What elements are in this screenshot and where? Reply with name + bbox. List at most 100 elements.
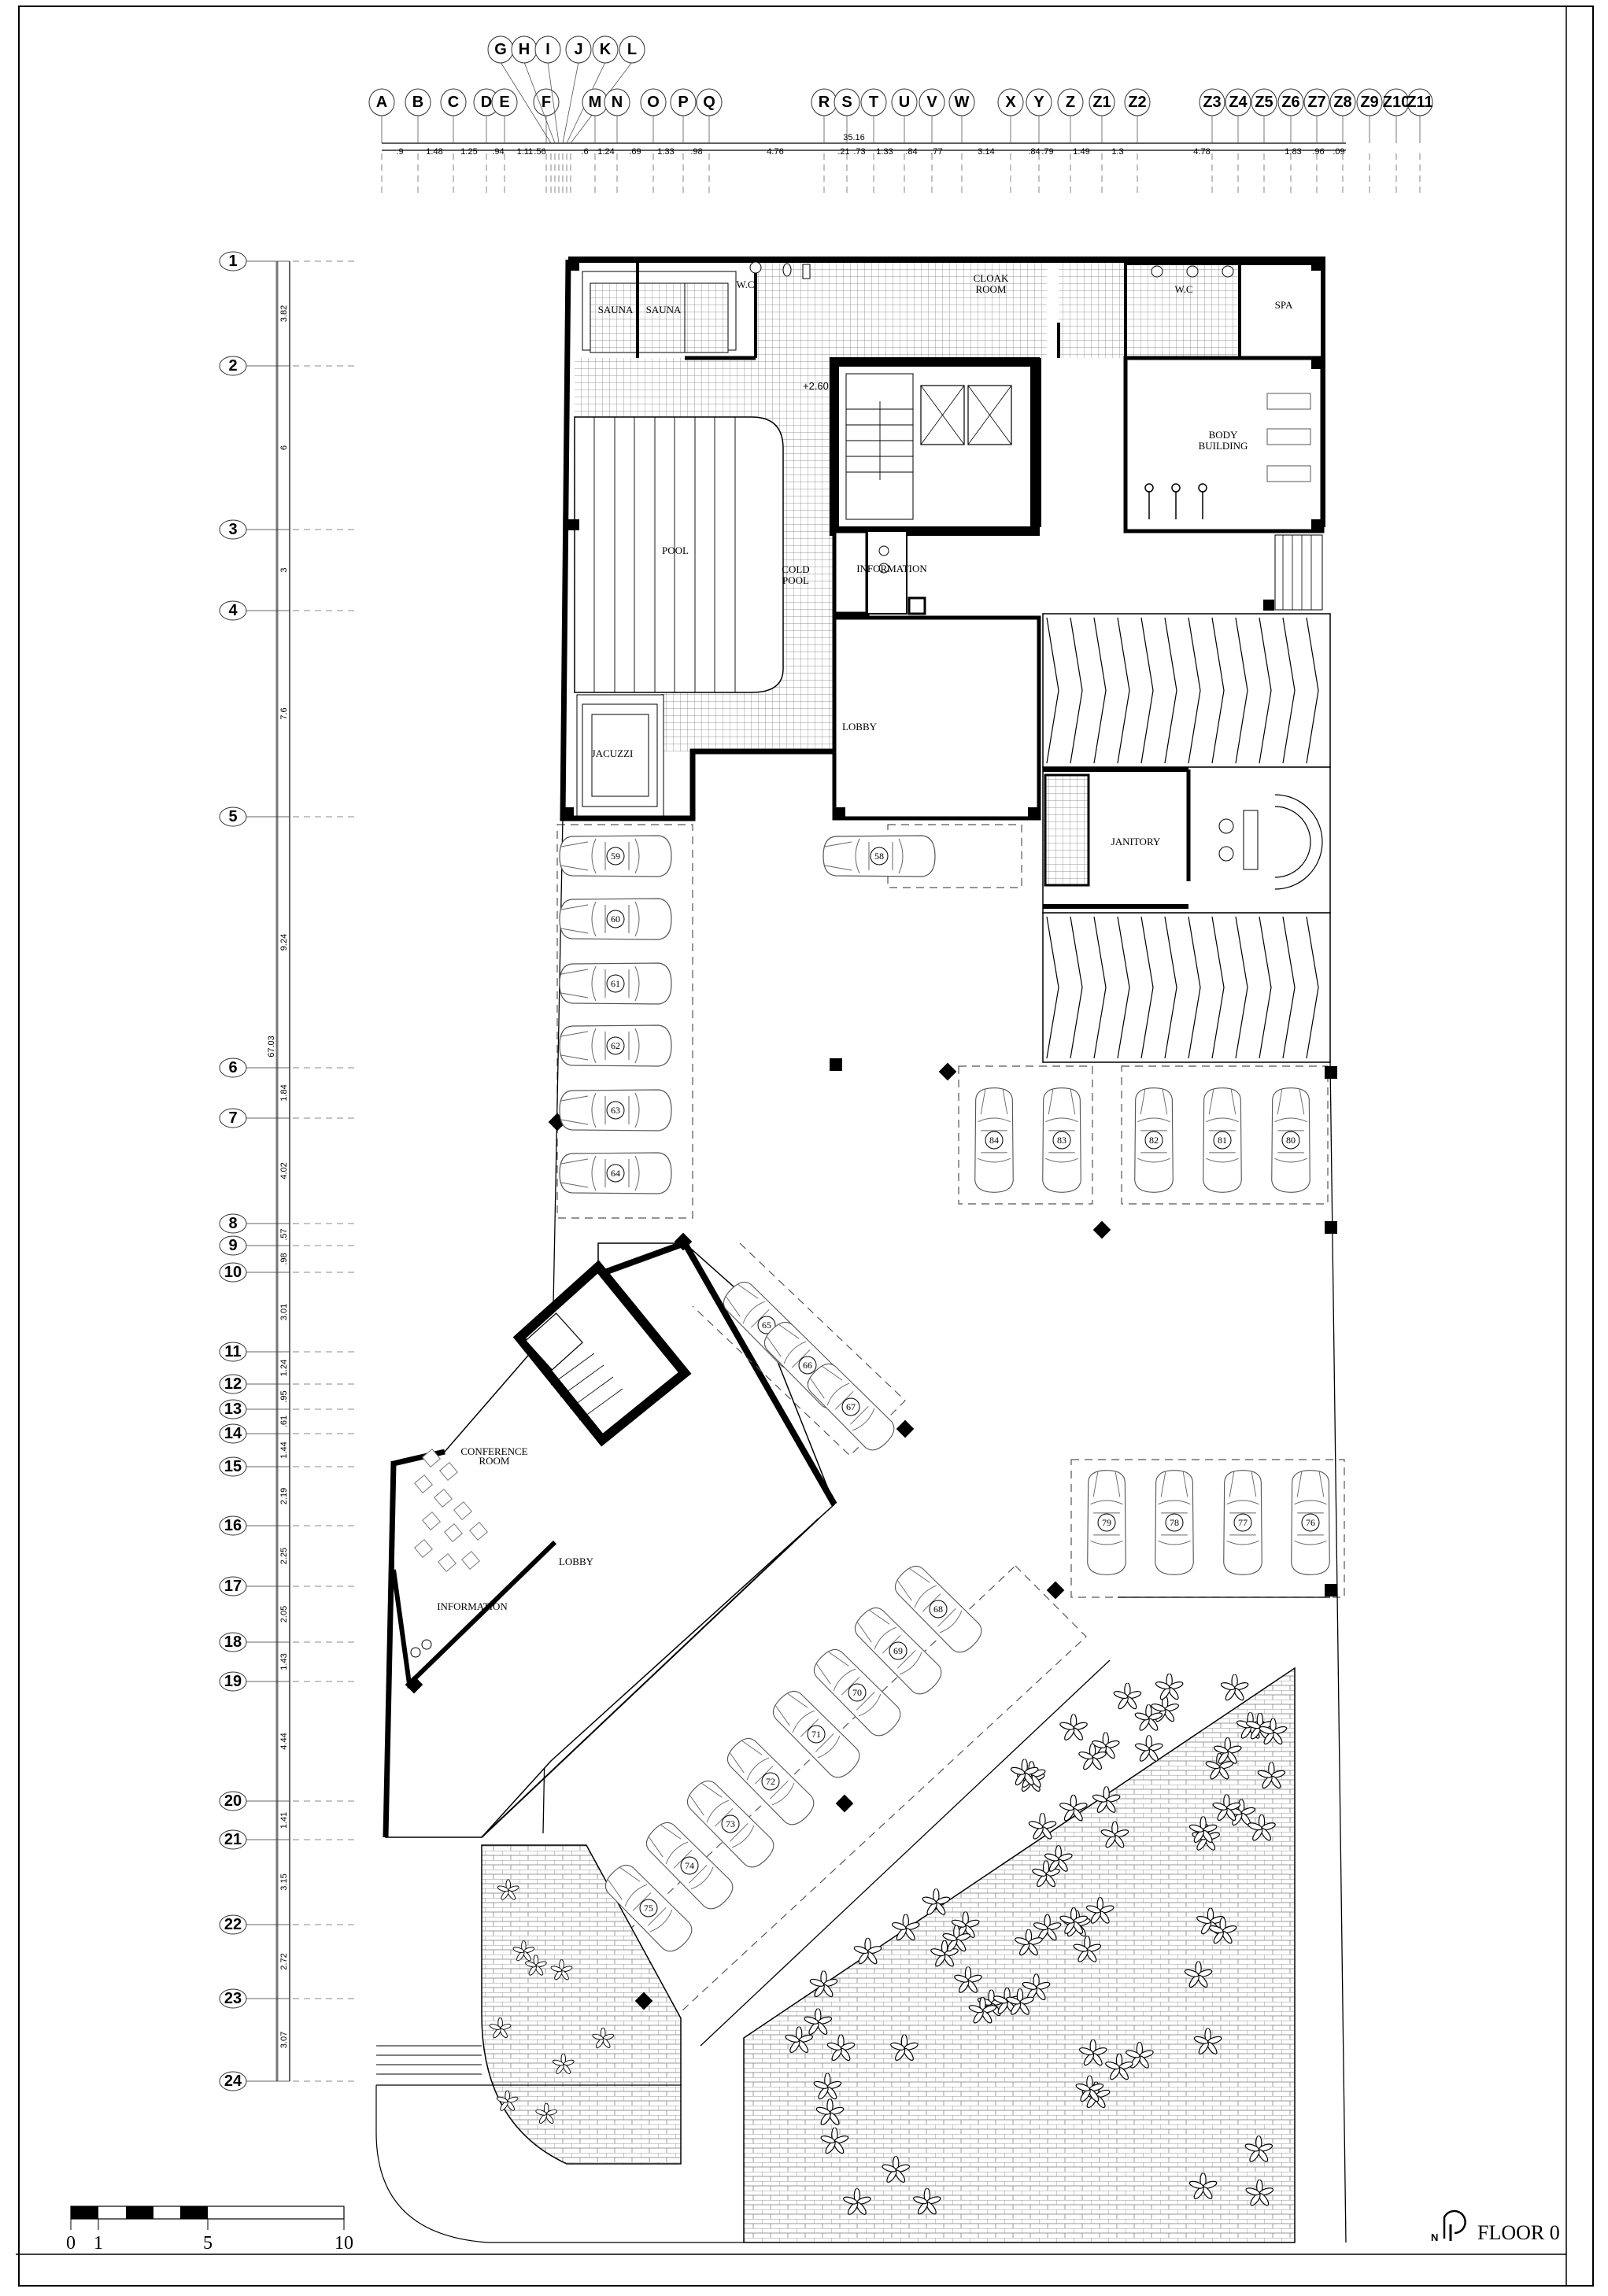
row-dimension: 4.02	[279, 1162, 289, 1179]
column-dimension: .84	[1028, 147, 1040, 157]
spot-number: 75	[644, 1903, 653, 1914]
parking-space-83: 83	[1042, 1087, 1081, 1193]
row-label: 3	[228, 521, 237, 538]
row-grid-lines	[293, 260, 358, 2082]
column-dimension: .56	[534, 147, 545, 157]
upper-lobby	[832, 615, 1041, 821]
column-label: Y	[1033, 94, 1044, 111]
column-bubble-U: U	[891, 88, 918, 116]
column-bubble-X: X	[997, 88, 1024, 116]
spot-number: 78	[1170, 1517, 1179, 1528]
row-bubble-5: 5	[219, 807, 247, 827]
row-label: 18	[224, 1633, 242, 1651]
column-bubble-W: W	[948, 88, 975, 116]
spot-number: 81	[1218, 1135, 1227, 1146]
row-dimension-labels: 3.82637.69.241.844.02.57.983.011.24.95.6…	[279, 305, 289, 2048]
wc-right	[1124, 262, 1241, 360]
column-bubble-Q: Q	[696, 88, 723, 116]
spot-number: 73	[726, 1818, 735, 1829]
row-label: 12	[224, 1375, 242, 1393]
row-bubble-10: 10	[219, 1262, 247, 1283]
overall-height-dimension: 67.03	[267, 1035, 276, 1058]
column-dimension: .79	[1041, 147, 1053, 157]
column-bubble-Z6: Z6	[1277, 88, 1304, 116]
spot-number: 77	[1238, 1517, 1248, 1528]
row-dimension: 2.19	[279, 1488, 289, 1504]
spot-number: 60	[611, 914, 620, 925]
spot-number: 62	[611, 1040, 620, 1051]
column-bubble-Z3: Z3	[1199, 88, 1225, 116]
row-dimension: 1.84	[279, 1084, 289, 1101]
column-bubble-V: V	[919, 88, 945, 116]
parking-space-80: 80	[1271, 1087, 1310, 1193]
column-label: N	[612, 94, 623, 111]
row-bubble-20: 20	[219, 1791, 247, 1811]
column-label: J	[574, 41, 582, 58]
row-bubble-22: 22	[219, 1914, 247, 1935]
column-dimension: 4.76	[767, 147, 783, 157]
spot-number: 61	[611, 978, 620, 989]
row-dimension: .95	[279, 1390, 289, 1402]
row-dimension: 3.15	[279, 1873, 289, 1890]
column-bubble-K: K	[592, 35, 619, 64]
room-label: SAUNA	[598, 304, 634, 316]
column-dimension: 4.78	[1193, 147, 1210, 157]
column-bubble-F: F	[533, 88, 560, 116]
spot-number: 79	[1102, 1517, 1111, 1528]
column-dimension: 1.33	[876, 147, 893, 157]
column-bubble-J: J	[565, 35, 592, 64]
column-label: L	[627, 41, 637, 58]
row-dimension: 2.25	[279, 1548, 289, 1564]
room-label: ROOM	[975, 283, 1006, 295]
column-bubble-A: A	[368, 88, 395, 116]
row-dimension: .61	[279, 1416, 289, 1427]
row-bubble-16: 16	[219, 1515, 247, 1536]
scale-tick-5: 5	[203, 2233, 213, 2254]
room-label: ROOM	[479, 1455, 509, 1467]
parking-space-58: 58	[822, 835, 936, 877]
row-bubble-23: 23	[219, 1988, 247, 2009]
column-label: G	[494, 41, 507, 58]
row-dimension: 9.24	[279, 934, 289, 951]
upper-building	[560, 257, 1325, 821]
parking-space-73: 73	[681, 1774, 780, 1873]
row-dimension: 4.44	[279, 1733, 289, 1749]
column-label: X	[1005, 94, 1016, 111]
parking-space-72: 72	[721, 1732, 820, 1831]
column-bubble-O: O	[640, 88, 667, 116]
column-label: Z9	[1360, 94, 1378, 111]
column-label: T	[869, 94, 878, 111]
column-label: P	[678, 94, 688, 111]
column-dimension: 3.14	[978, 147, 994, 157]
north-arrow-icon: N	[1431, 2209, 1466, 2243]
row-dimension: 1.44	[279, 1441, 289, 1458]
spot-number: 68	[933, 1604, 943, 1615]
parking-space-84: 84	[974, 1087, 1014, 1193]
room-label: SAUNA	[646, 304, 682, 316]
lower-building	[383, 1239, 837, 1838]
parking-space-82: 82	[1134, 1087, 1174, 1193]
column-bubble-H: H	[511, 35, 538, 64]
ramp-upper	[1042, 613, 1331, 768]
row-label: 22	[224, 1916, 242, 1933]
row-dimension: 3	[279, 567, 289, 572]
column-label: S	[841, 94, 852, 111]
north-label: N	[1431, 2231, 1438, 2243]
spot-number: 64	[611, 1168, 620, 1179]
column-label: Q	[703, 94, 715, 111]
row-dimension: 3.07	[279, 2032, 289, 2048]
spa	[1238, 262, 1324, 360]
column-dimension: .98	[690, 147, 702, 157]
parking-space-63: 63	[559, 1089, 672, 1131]
row-label: 6	[228, 1059, 237, 1076]
column-label: Z1	[1092, 94, 1111, 111]
column-bubble-Z5: Z5	[1251, 88, 1277, 116]
column-label: H	[519, 41, 530, 58]
column-label: W	[955, 94, 970, 111]
row-bubble-14: 14	[219, 1423, 247, 1444]
drawing-title: FLOOR 0	[1477, 2221, 1560, 2244]
row-label: 2	[228, 357, 237, 375]
